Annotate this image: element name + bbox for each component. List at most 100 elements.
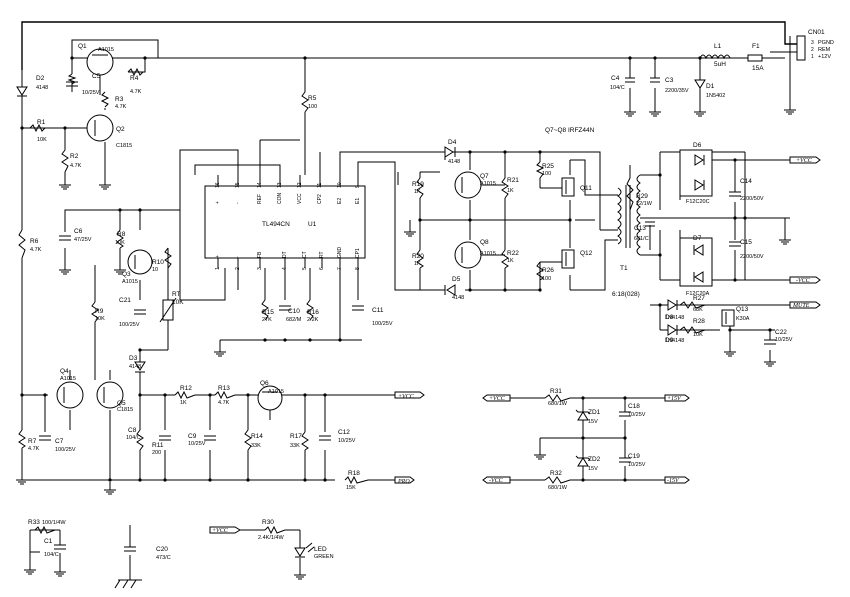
connector-pgnd: PGND (818, 40, 834, 46)
net-pvcc-led: +VCC (212, 528, 229, 534)
val-d9: 1N4148 (665, 338, 684, 344)
ref-q1: Q1 (78, 43, 87, 50)
net-mute: MUTE (792, 303, 810, 309)
val-r26: 100 (542, 276, 551, 282)
ref-c20: C20 (156, 546, 168, 553)
connector-pin-1: 1 (811, 54, 814, 60)
net-nvcc-right: -VCC (796, 278, 811, 284)
ref-r25: R25 (542, 163, 554, 170)
ref-c7: C7 (55, 438, 64, 445)
val-r28: 10K (693, 332, 703, 338)
ref-r33: R33 (28, 519, 40, 526)
ref-c12: C12 (338, 429, 350, 436)
ref-c13: C13 (634, 225, 646, 232)
ref-q11: Q11 (580, 185, 592, 192)
val-r21: 1K (507, 188, 514, 194)
ref-q5: Q5 (117, 400, 126, 407)
ic-bot-pin-3: 3 (257, 267, 263, 270)
ref-d5: D5 (452, 276, 461, 283)
ic-ref-label: U1 (308, 221, 317, 228)
ref-r14: R14 (251, 433, 263, 440)
ref-r1: R1 (37, 119, 46, 126)
ref-c6: C6 (74, 228, 83, 235)
val-r9: 10K (95, 316, 105, 322)
t1-ratio: 6:18(028) (612, 291, 640, 298)
ic-top-pin-15: 15 (235, 182, 241, 188)
ref-q12: Q12 (580, 250, 593, 257)
val-r5: 100 (308, 104, 317, 110)
val-c7: 100/25V (55, 447, 76, 453)
val-d4: 4148 (448, 159, 460, 165)
ic-bot-name-0: + (215, 255, 221, 258)
ic-bot-name-6: GND (337, 247, 343, 259)
auto-component-labels: R110KR24.7KR34.7KR44.7KR5100R64.7KR74.7K… (28, 43, 793, 561)
val-r2: 4.7K (70, 163, 82, 169)
val-r3: 4.7K (115, 104, 127, 110)
val-r32: 680/1W (548, 485, 568, 491)
val-c18: 10/25V (628, 412, 646, 418)
ref-zd2: ZD2 (588, 456, 601, 463)
val-r14: 33K (251, 443, 261, 449)
val-c22: 10/25V (775, 337, 793, 343)
ref-c10: C10 (288, 308, 300, 315)
ic-bot-pin-8: 8 (355, 267, 361, 270)
ic-top-name-4: VCC (297, 193, 303, 204)
ref-c3: C3 (665, 77, 674, 84)
ref-r31: R31 (550, 388, 562, 395)
ic-top-pin-16: 16 (215, 182, 221, 188)
ic-bot-pin-7: 7 (337, 267, 343, 270)
val-zd2: 15V (588, 466, 598, 472)
val-c13: 681/C (634, 236, 649, 242)
connector-pin-3: 3 (811, 40, 814, 46)
ic-bot-name-7: CP1 (355, 248, 361, 258)
ic-bot-name-4: CT (302, 251, 308, 258)
val-c1: 104/C (44, 552, 59, 558)
ref-d1: D1 (706, 83, 715, 90)
ref-r22: R22 (507, 250, 519, 257)
ref-c5: C5 (92, 73, 101, 80)
connector-ref: CN01 (808, 29, 825, 36)
ref-r3: R3 (115, 96, 124, 103)
ic-bot-name-3: DT (282, 251, 288, 258)
f1-val: 15A (752, 65, 764, 72)
val-r27: 68K (693, 307, 703, 313)
ref-c8: C8 (128, 427, 137, 434)
ref-r4: R4 (130, 75, 139, 82)
net-pvcc-right: +VCC (796, 158, 813, 164)
val-c19: 10/25V (628, 462, 646, 468)
val-c20: 473/C (156, 555, 171, 561)
val-q13: K30A (736, 316, 750, 322)
val-led: GREEN (314, 554, 334, 560)
ref-r2: R2 (70, 153, 79, 160)
ref-c9: C9 (188, 433, 197, 440)
val-c21: 100/25V (119, 322, 140, 328)
ref-r8: R8 (117, 231, 126, 238)
val-c4: 104/C (610, 85, 625, 91)
val-c10: 682/M (286, 317, 302, 323)
ref-r16: R16 (307, 309, 319, 316)
net-p15: +15V (667, 396, 682, 402)
val-r15: 27K (262, 317, 272, 323)
ref-r12: R12 (180, 385, 192, 392)
val-r1: 10K (37, 137, 47, 143)
ref-zd1: ZD1 (588, 409, 601, 416)
ref-d6: D6 (693, 142, 702, 149)
ref-q7: Q7 (480, 173, 489, 180)
ref-c19: C19 (628, 453, 640, 460)
ic-top-name-7: E1 (355, 198, 361, 204)
ref-r9: R9 (95, 308, 104, 315)
val-r31: 680/1W (548, 401, 568, 407)
component-labels: CN01 3 2 1 PGND REM +12V L1 5uH F1 15A R… (172, 29, 834, 534)
val-q2: C1815 (116, 143, 132, 149)
val-r13: 4.7K (218, 400, 230, 406)
wires (21, 21, 798, 580)
val-c15: 2200/50V (740, 254, 764, 260)
ref-c18: C18 (628, 403, 640, 410)
mosfet-note: Q7~Q8 IRFZ44N (545, 127, 595, 134)
ic-bot-pin-4: 4 (282, 267, 288, 270)
ref-q4: Q4 (60, 368, 69, 375)
ic-top-name-6: E2 (337, 198, 343, 204)
ref-d8: D8 (665, 314, 674, 321)
val-c3: 2200/35V (665, 88, 689, 94)
val-r8: 10K (115, 240, 125, 246)
